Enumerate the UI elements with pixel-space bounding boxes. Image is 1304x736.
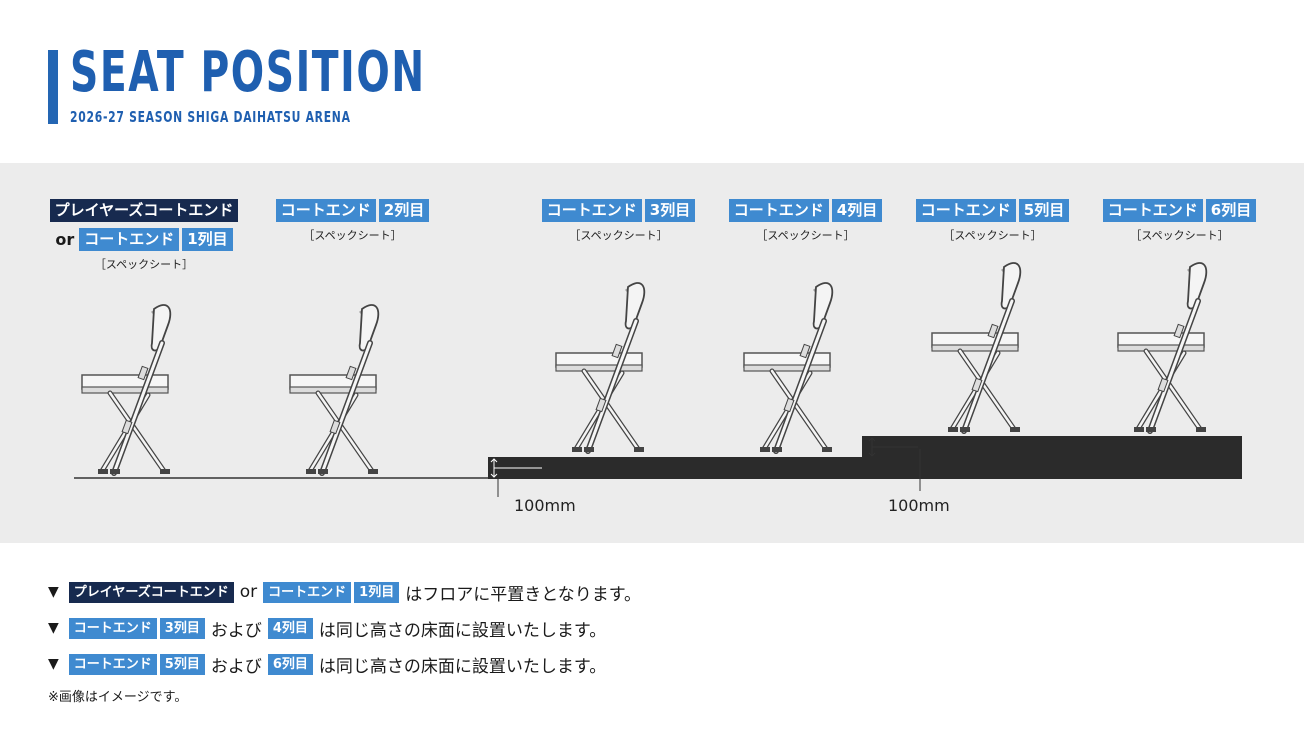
tag-row: 5列目: [1018, 199, 1070, 222]
chair-row-2: [290, 305, 378, 474]
tag-row: 3列目: [644, 199, 696, 222]
dimension-marker-1: [490, 458, 542, 478]
triangle-down-icon: ▼: [48, 656, 59, 672]
platform-step-1: [488, 457, 864, 479]
tag-row: 4列目: [831, 199, 883, 222]
tag-court-end: コートエンド: [1102, 199, 1203, 222]
chair-row-4: [744, 283, 832, 452]
tag-players-court-end: プレイヤーズコートエンド: [68, 581, 234, 603]
spec-sheet-label: ［スペックシート］: [943, 229, 1042, 242]
page-subtitle: 2026-27 SEASON SHIGA DAIHATSU ARENA: [70, 108, 351, 126]
note-text: は同じ高さの床面に設置いたします。: [318, 620, 607, 641]
tag-row: 4列目: [267, 617, 313, 639]
tag-court-end: コートエンド: [541, 199, 642, 222]
tag-row: 3列目: [159, 617, 205, 639]
page-title: SEAT POSITION: [70, 40, 426, 105]
or-text: or: [55, 230, 75, 249]
and-text: および: [210, 620, 262, 641]
spec-sheet-label: ［スペックシート］: [756, 229, 855, 242]
footnote: ※画像はイメージです。: [48, 690, 188, 705]
tag-court-end: コートエンド: [68, 653, 157, 675]
spec-sheet-label: ［スペックシート］: [94, 258, 194, 271]
tag-court-end: コートエンド: [263, 581, 352, 603]
note-text: はフロアに平置きとなります。: [405, 584, 641, 605]
dimension-label-2: 100mm: [888, 496, 950, 515]
tag-row: 2列目: [378, 199, 430, 222]
tag-court-end: コートエンド: [728, 199, 829, 222]
tag-court-end: コートエンド: [275, 199, 376, 222]
tag-court-end: コートエンド: [68, 617, 157, 639]
tag-players-court-end: プレイヤーズコートエンド: [49, 199, 239, 222]
tag-row: 6列目: [267, 653, 313, 675]
and-text: および: [210, 656, 262, 677]
chair-row-1: [82, 305, 170, 474]
tag-row: 1列目: [354, 581, 400, 603]
spec-sheet-label: ［スペックシート］: [1130, 229, 1229, 242]
or-text: or: [239, 582, 258, 602]
triangle-down-icon: ▼: [48, 584, 59, 600]
tag-row: 6列目: [1205, 199, 1257, 222]
note-text: は同じ高さの床面に設置いたします。: [318, 656, 607, 677]
title-accent-bar: [48, 50, 58, 124]
tag-row: 5列目: [159, 653, 205, 675]
chair-row-3: [556, 283, 644, 452]
dimension-marker-2: [868, 437, 921, 491]
chair-row-5: [932, 263, 1020, 432]
seat-diagram: [74, 163, 1242, 497]
dimension-label-1: 100mm: [514, 496, 576, 515]
chair-row-6: [1118, 263, 1206, 432]
tag-court-end: コートエンド: [79, 228, 180, 251]
diagram-panel: [0, 163, 1304, 543]
triangle-down-icon: ▼: [48, 620, 59, 636]
tag-row: 1列目: [182, 228, 233, 251]
spec-sheet-label: ［スペックシート］: [569, 229, 668, 242]
platform-step-2: [862, 436, 1242, 479]
tag-court-end: コートエンド: [915, 199, 1016, 222]
spec-sheet-label: ［スペックシート］: [303, 229, 402, 242]
